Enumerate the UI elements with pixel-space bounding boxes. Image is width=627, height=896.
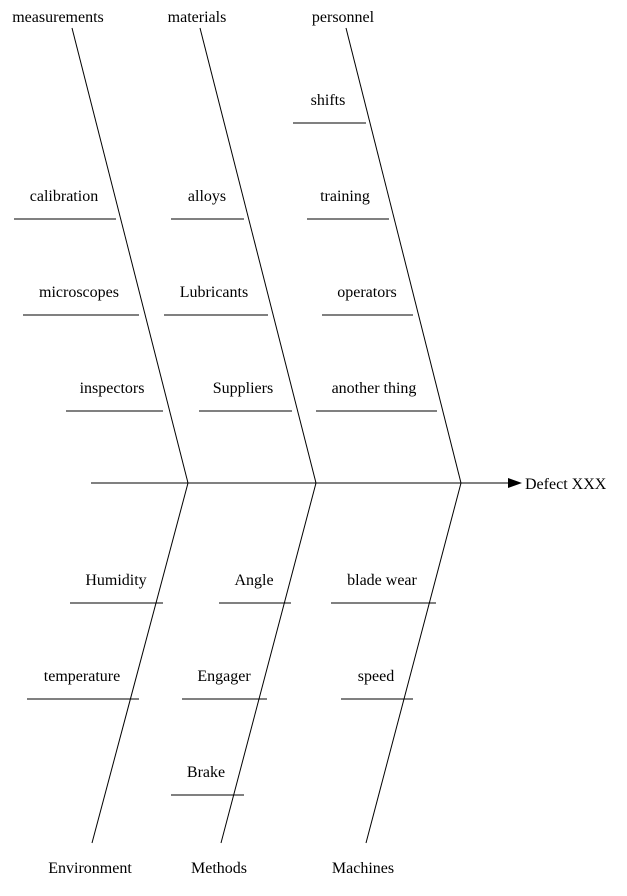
bone-measurements [71, 27, 189, 484]
cause-label: training [320, 188, 370, 205]
category-materials: materials [168, 9, 227, 26]
cause-label: Angle [234, 572, 273, 589]
bone-personnel [345, 27, 462, 484]
bone-machines [365, 482, 462, 844]
cause-label: Brake [187, 764, 225, 781]
cause-label: Suppliers [213, 380, 273, 397]
category-methods: Methods [191, 860, 247, 877]
bone-environment [91, 482, 189, 844]
cause-label: blade wear [347, 572, 417, 589]
cause-label: microscopes [39, 284, 119, 301]
category-measurements: measurements [12, 9, 104, 26]
cause-label: operators [337, 284, 397, 301]
effect-label: Defect XXX [525, 476, 607, 493]
bone-methods [220, 482, 317, 844]
category-environment: Environment [48, 860, 132, 877]
cause-label: another thing [332, 380, 417, 397]
cause-label: inspectors [80, 380, 145, 397]
cause-label: shifts [311, 92, 346, 109]
cause-label: alloys [188, 188, 226, 205]
category-machines: Machines [332, 860, 394, 877]
cause-label: Lubricants [180, 284, 248, 301]
cause-label: temperature [44, 668, 120, 685]
cause-label: Humidity [85, 572, 146, 589]
arrow-head-icon [508, 478, 522, 488]
bone-materials [199, 27, 317, 484]
cause-label: calibration [30, 188, 98, 205]
cause-label: speed [358, 668, 394, 685]
category-personnel: personnel [312, 9, 375, 26]
cause-label: Engager [197, 668, 251, 685]
